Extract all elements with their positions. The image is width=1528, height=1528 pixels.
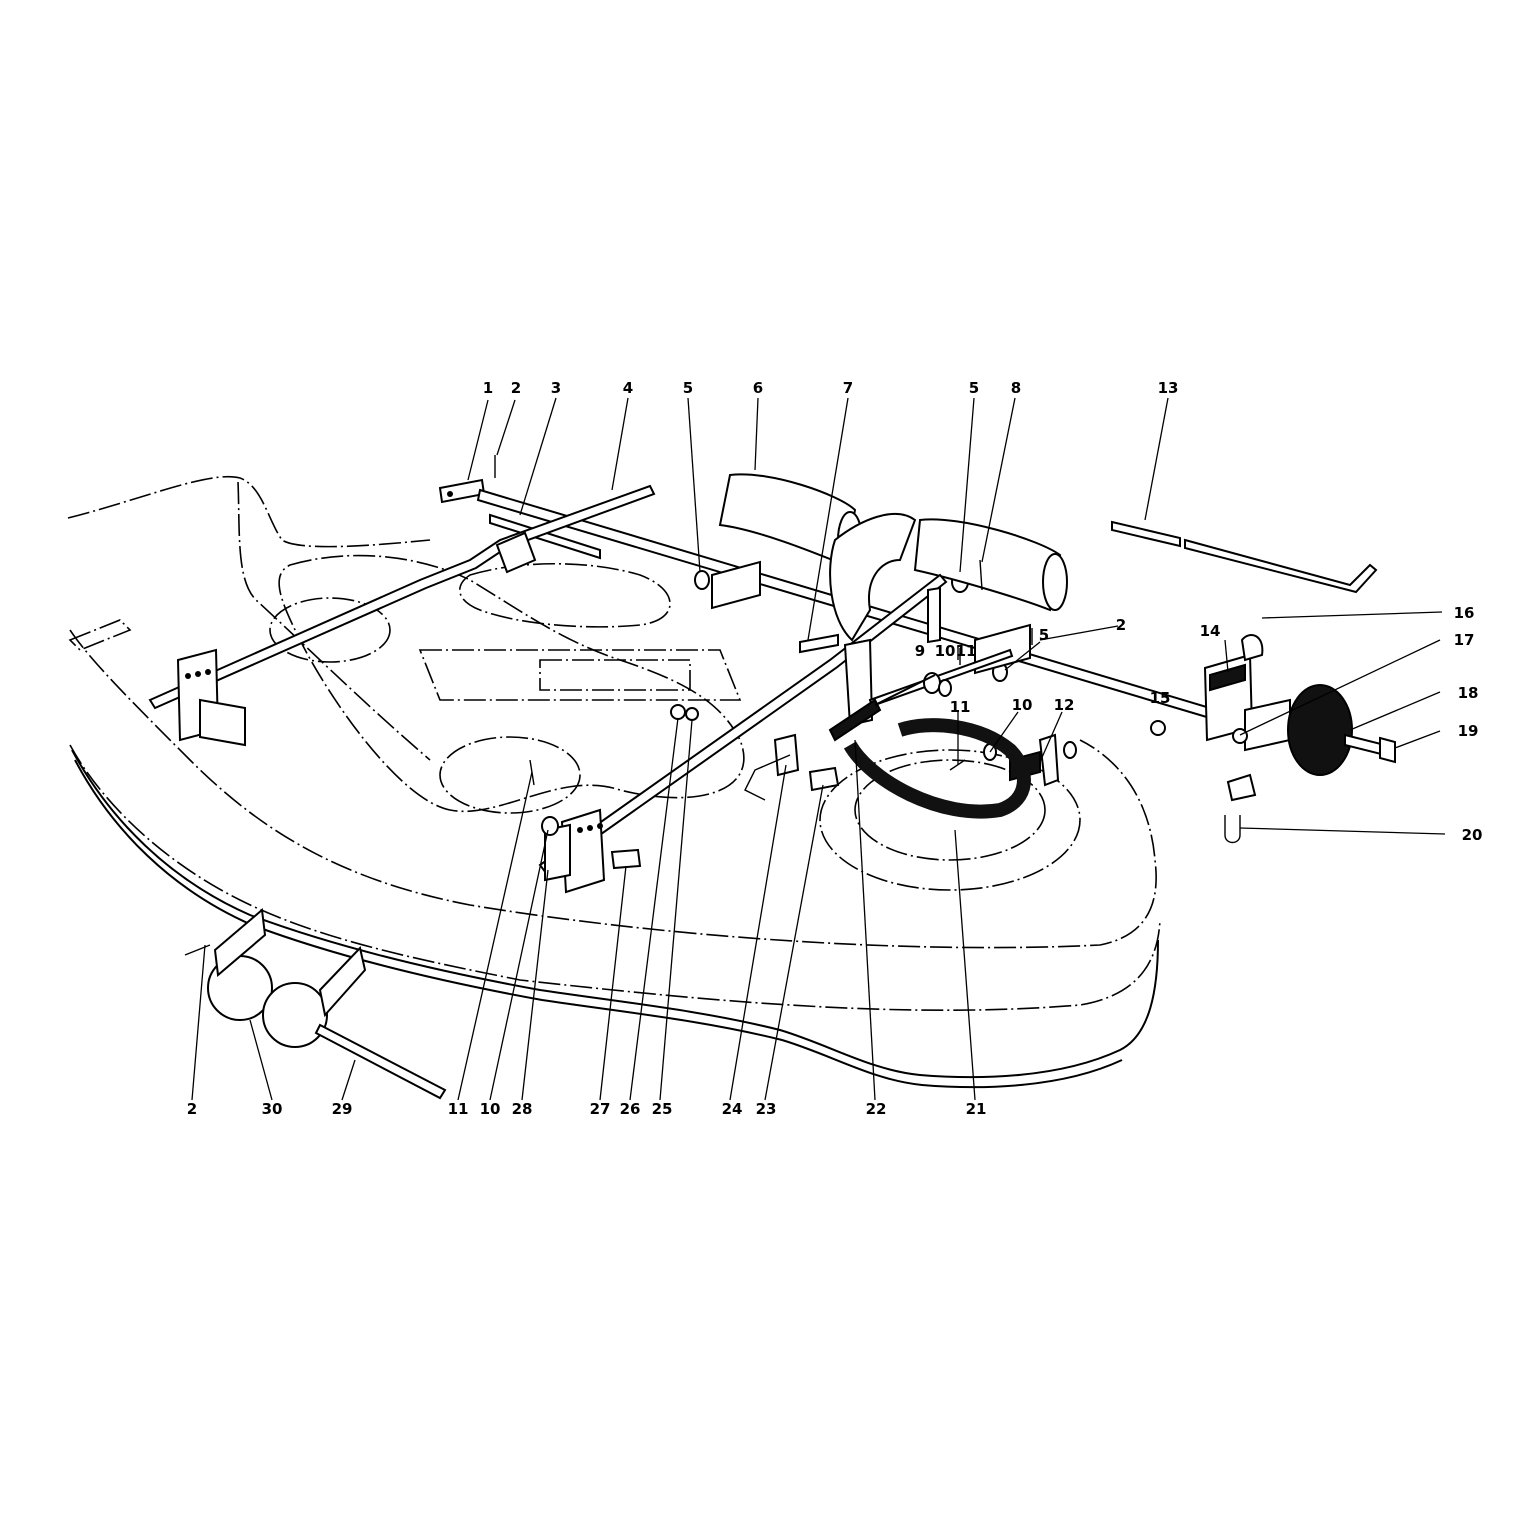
callout-13: 13 bbox=[1158, 379, 1179, 397]
callout-2-right: 2 bbox=[1116, 616, 1126, 634]
callout-11-mid: 11 bbox=[950, 698, 971, 716]
callout-10-bottom: 10 bbox=[480, 1100, 501, 1118]
callout-26: 26 bbox=[620, 1100, 641, 1118]
callout-labels: 1 2 3 4 5 6 7 5 8 13 16 14 17 2 5 9 10 1… bbox=[187, 379, 1483, 1118]
callout-10-mid: 10 bbox=[1012, 696, 1033, 714]
callout-6: 6 bbox=[753, 379, 763, 397]
callout-5: 5 bbox=[683, 379, 693, 397]
mower-deck bbox=[67, 475, 1161, 1089]
callout-27: 27 bbox=[590, 1100, 611, 1118]
callout-2: 2 bbox=[511, 379, 521, 397]
callout-11-upper: 11 bbox=[956, 642, 977, 660]
callout-12: 12 bbox=[1054, 696, 1075, 714]
callout-17: 17 bbox=[1454, 631, 1475, 649]
callout-19: 19 bbox=[1458, 722, 1479, 740]
callout-21: 21 bbox=[966, 1100, 987, 1118]
parts bbox=[148, 455, 1396, 1100]
callout-20: 20 bbox=[1462, 826, 1483, 844]
callout-9: 9 bbox=[915, 642, 925, 660]
callout-1: 1 bbox=[483, 379, 493, 397]
callout-10-upper: 10 bbox=[935, 642, 956, 660]
callout-5-right: 5 bbox=[969, 379, 979, 397]
callout-30: 30 bbox=[262, 1100, 283, 1118]
callout-24: 24 bbox=[722, 1100, 743, 1118]
callout-14: 14 bbox=[1200, 622, 1221, 640]
leader-lines bbox=[191, 397, 1446, 1101]
callout-8: 8 bbox=[1011, 379, 1021, 397]
callout-4: 4 bbox=[623, 379, 633, 397]
callout-2-bottom: 2 bbox=[187, 1100, 197, 1118]
callout-15: 15 bbox=[1150, 689, 1171, 707]
callout-11-bottom: 11 bbox=[448, 1100, 469, 1118]
callout-7: 7 bbox=[843, 379, 853, 397]
callout-23: 23 bbox=[756, 1100, 777, 1118]
callout-3: 3 bbox=[551, 379, 561, 397]
callout-18: 18 bbox=[1458, 684, 1479, 702]
callout-29: 29 bbox=[332, 1100, 353, 1118]
callout-25: 25 bbox=[652, 1100, 673, 1118]
callout-28: 28 bbox=[512, 1100, 533, 1118]
callout-5-mid: 5 bbox=[1039, 626, 1049, 644]
callout-16: 16 bbox=[1454, 604, 1475, 622]
callout-22: 22 bbox=[866, 1100, 887, 1118]
